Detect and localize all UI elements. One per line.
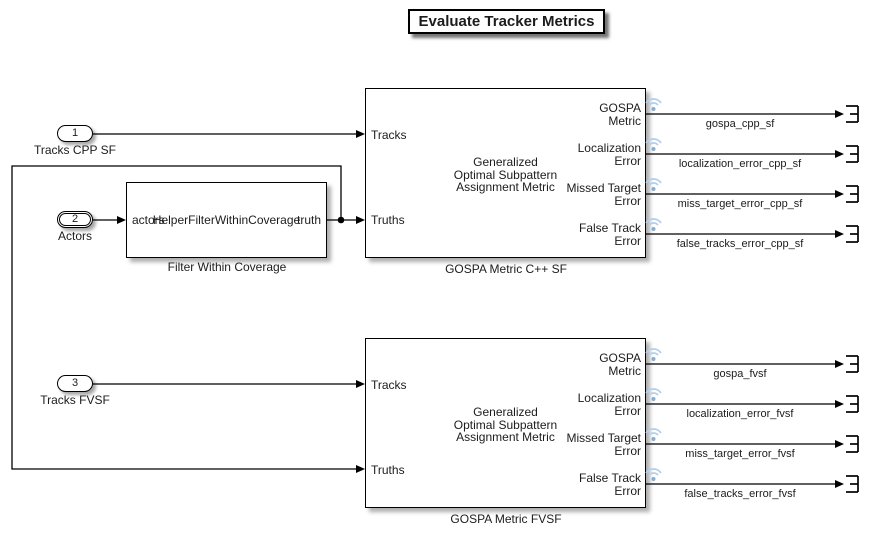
gospa-center-text: Generalized Optimal Subpattern Assignmen… (366, 156, 645, 194)
wire-arrowhead (356, 216, 365, 224)
center-line-2: Optimal Subpattern (453, 167, 558, 182)
filter-input-port-label: actors (132, 213, 165, 227)
terminator-block[interactable] (846, 145, 859, 163)
terminators (846, 105, 859, 493)
center-line-3: Assignment Metric (456, 180, 555, 194)
input-port-label-tracks: Tracks (371, 378, 407, 392)
logging-badges (645, 98, 662, 481)
filter-within-coverage-block[interactable]: actors HelperFilterWithinCoverage truth (126, 182, 327, 258)
input-port-label-truths: Truths (371, 463, 405, 477)
signal-logging-icon[interactable] (645, 138, 662, 151)
signal-label[interactable]: miss_target_error_fvsf (685, 448, 795, 460)
wire-arrowhead (835, 190, 844, 198)
inport-2-actors[interactable]: 2 (57, 211, 93, 228)
gospa-center-text: Generalized Optimal Subpattern Assignmen… (366, 406, 645, 444)
input-port-label-tracks: Tracks (371, 128, 407, 142)
inport-number: 3 (71, 377, 79, 389)
inport-3-tracks-fvsf[interactable]: 3 (57, 375, 93, 392)
wire-arrowhead (835, 150, 844, 158)
gospa-cpp-sf-block-caption[interactable]: GOSPA Metric C++ SF (445, 262, 567, 276)
inport-3-label[interactable]: Tracks FVSF (40, 393, 110, 407)
signal-logging-icon[interactable] (645, 388, 662, 401)
signal-logging-icon[interactable] (645, 178, 662, 191)
inport-2-label[interactable]: Actors (57, 229, 93, 243)
signal-label[interactable]: false_tracks_error_fvsf (684, 488, 796, 500)
wire-arrowhead (835, 440, 844, 448)
inport-number: 1 (71, 127, 79, 139)
wire-arrowhead (835, 360, 844, 368)
signal-logging-icon[interactable] (645, 468, 662, 481)
signal-label[interactable]: miss_target_error_cpp_sf (677, 198, 803, 210)
filter-block-caption[interactable]: Filter Within Coverage (167, 260, 287, 274)
gospa-metric-fvsf-block[interactable]: Tracks Truths Generalized Optimal Subpat… (365, 338, 646, 508)
wire-arrowhead (835, 110, 844, 118)
signal-label[interactable]: localization_error_cpp_sf (678, 158, 802, 170)
gospa-fvsf-block-caption[interactable]: GOSPA Metric FVSF (450, 512, 562, 526)
gospa-metric-cpp-sf-block[interactable]: Tracks Truths Generalized Optimal Subpat… (365, 88, 646, 258)
wire-truth-branch-to-gospa2[interactable] (11, 165, 357, 470)
center-line-1: Generalized (473, 155, 538, 169)
filter-output-port-label: truth (296, 213, 321, 227)
wire-arrowheads (117, 110, 844, 488)
inport-1-tracks-cpp-sf[interactable]: 1 (57, 125, 93, 142)
signal-label[interactable]: gospa_fvsf (713, 368, 767, 380)
terminator-block[interactable] (846, 225, 859, 243)
terminator-block[interactable] (846, 105, 859, 123)
center-line-3: Assignment Metric (456, 430, 555, 444)
inport-number: 2 (71, 213, 79, 225)
input-port-label-truths: Truths (371, 213, 405, 227)
terminator-block[interactable] (846, 185, 859, 203)
center-line-1: Generalized (473, 405, 538, 419)
center-line-2: Optimal Subpattern (453, 417, 558, 432)
terminator-block[interactable] (846, 435, 859, 453)
signal-label[interactable]: gospa_cpp_sf (705, 118, 775, 130)
signal-logging-icon[interactable] (645, 98, 662, 111)
wire-arrowhead (356, 380, 365, 388)
signal-logging-icon[interactable] (645, 218, 662, 231)
diagram-title[interactable]: Evaluate Tracker Metrics (408, 9, 605, 34)
terminator-block[interactable] (846, 355, 859, 373)
wire-arrowhead (835, 400, 844, 408)
terminator-block[interactable] (846, 475, 859, 493)
wire-arrowhead (835, 230, 844, 238)
wire-arrowhead (835, 480, 844, 488)
inport-inner-ring (59, 213, 91, 226)
filter-center-text: HelperFilterWithinCoverage (152, 213, 301, 227)
signal-label[interactable]: false_tracks_error_cpp_sf (676, 238, 804, 250)
wire-arrowhead (356, 465, 365, 473)
signal-label[interactable]: localization_error_fvsf (686, 408, 794, 420)
signal-logging-icon[interactable] (645, 428, 662, 441)
terminator-block[interactable] (846, 395, 859, 413)
wire-arrowhead (117, 216, 126, 224)
branch-junction-dot[interactable] (337, 216, 345, 224)
wire-arrowhead (356, 130, 365, 138)
signal-logging-icon[interactable] (645, 348, 662, 361)
inport-1-label[interactable]: Tracks CPP SF (33, 143, 117, 157)
